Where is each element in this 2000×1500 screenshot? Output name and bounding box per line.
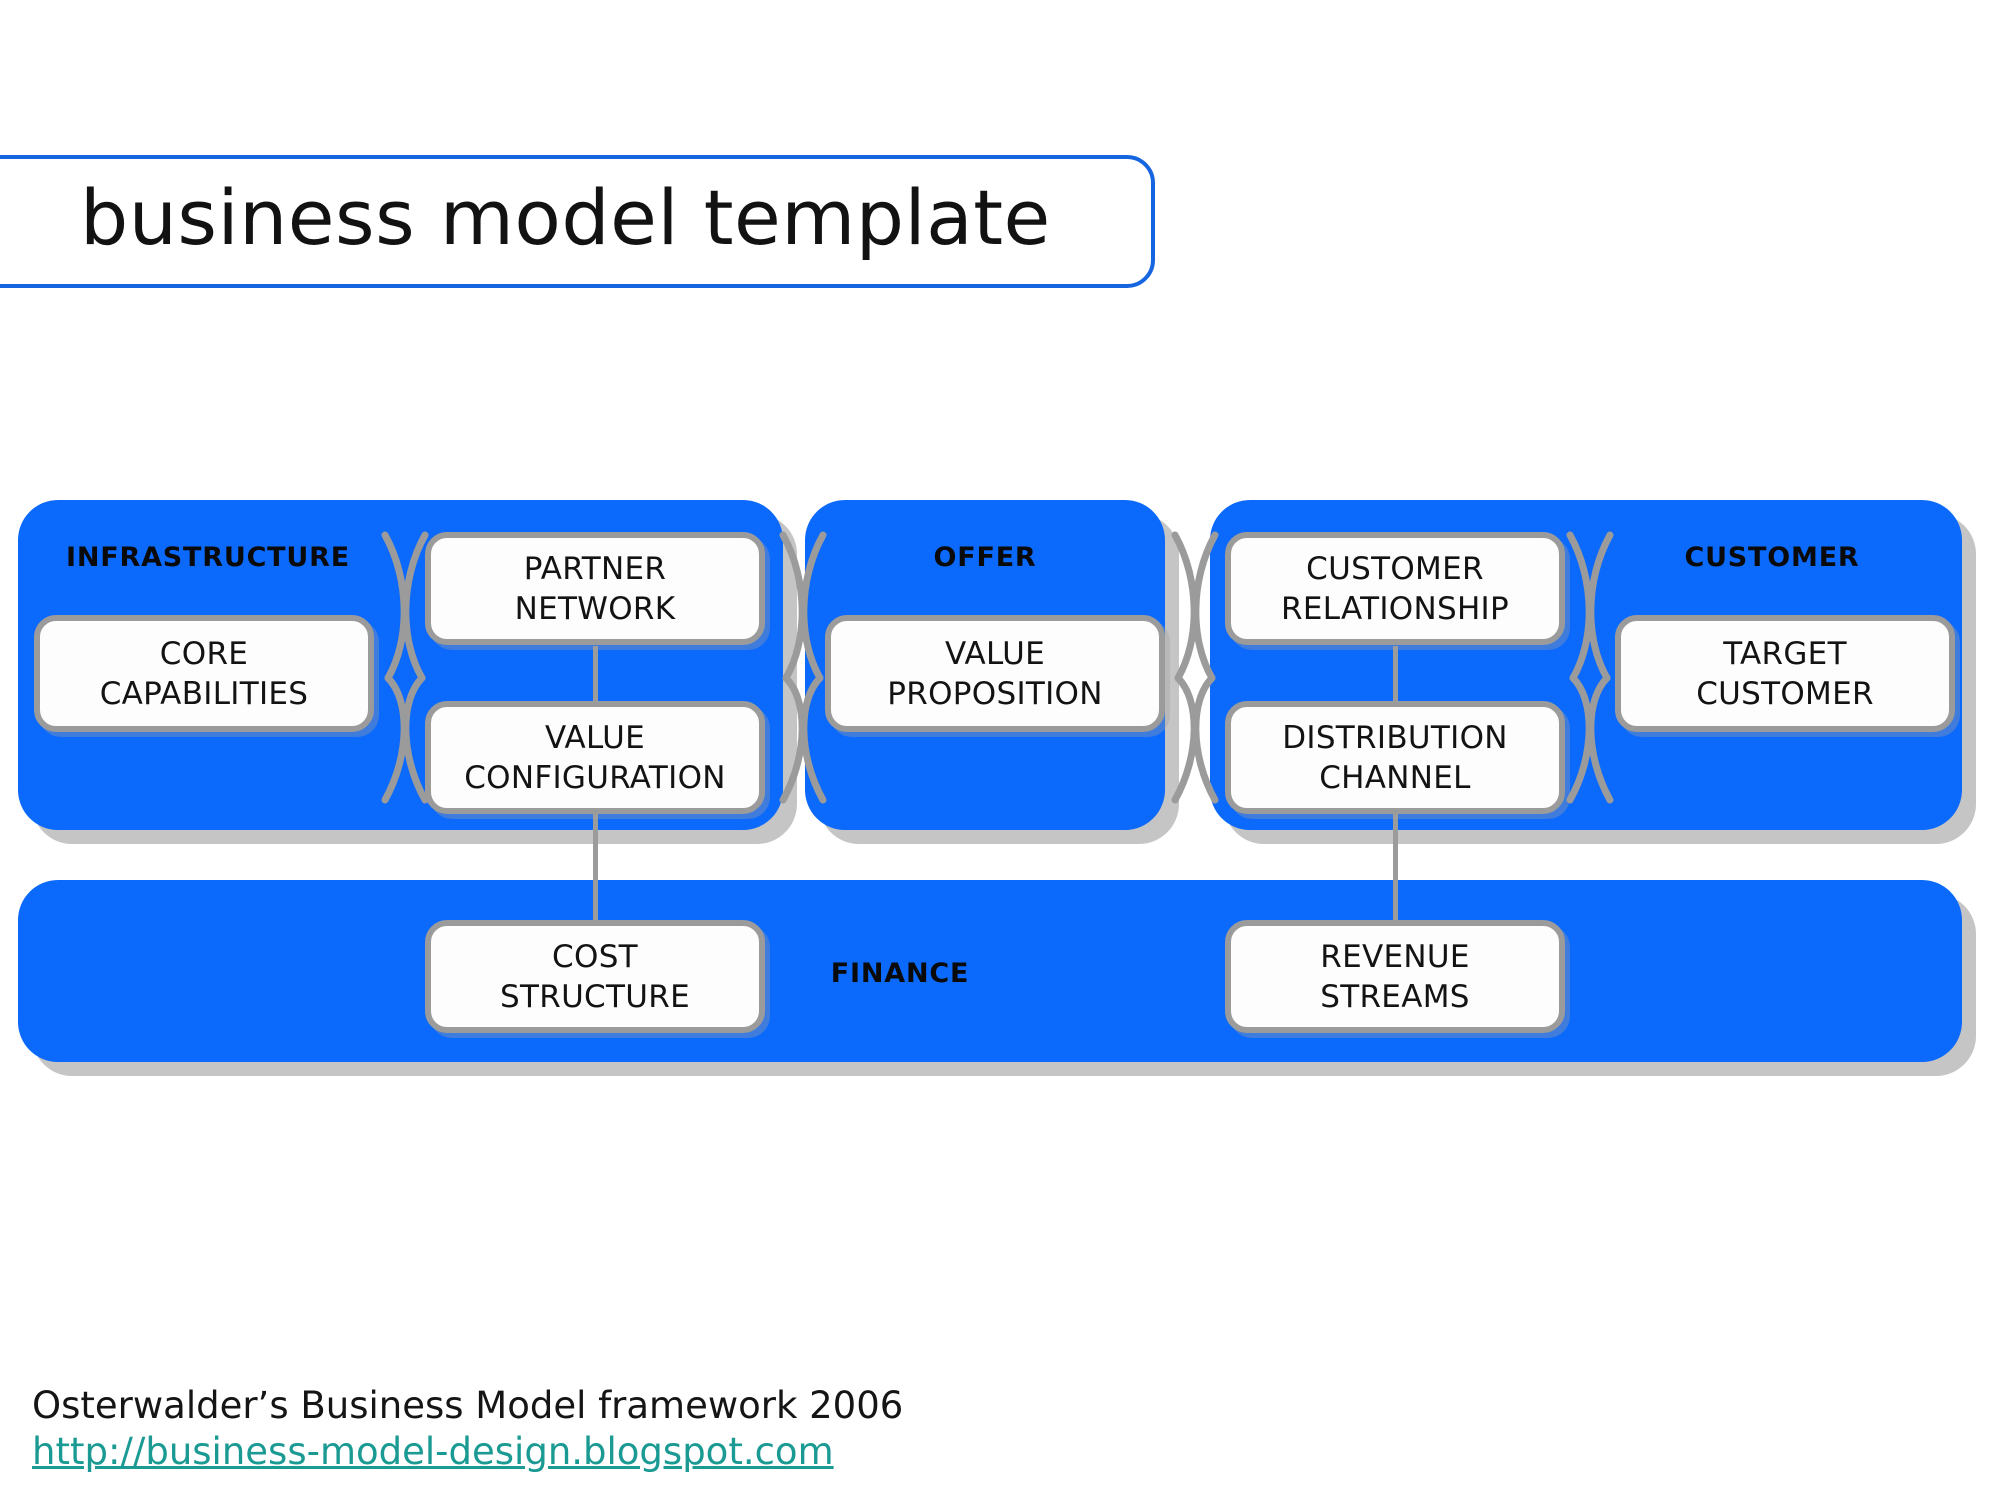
node-core-capabilities[interactable]: CORE CAPABILITIES	[34, 615, 374, 732]
panel-finance[interactable]	[18, 880, 1962, 1062]
node-label-cost-structure: COST STRUCTURE	[500, 938, 690, 1015]
panel-label-customer: CUSTOMER	[1684, 542, 1860, 573]
connector-valueconfig-to-cost	[593, 810, 598, 922]
panel-label-offer: OFFER	[933, 542, 1037, 573]
node-label-revenue-streams: REVENUE STREAMS	[1320, 938, 1470, 1015]
panel-label-infrastructure: INFRASTRUCTURE	[66, 542, 350, 573]
node-distribution-channel[interactable]: DISTRIBUTION CHANNEL	[1225, 701, 1565, 814]
node-label-core-capabilities: CORE CAPABILITIES	[99, 635, 309, 712]
page-title: business model template	[80, 173, 1051, 262]
node-value-configuration[interactable]: VALUE CONFIGURATION	[425, 701, 765, 814]
connector-partner-to-valueconfig	[593, 646, 598, 702]
node-cost-structure[interactable]: COST STRUCTURE	[425, 920, 765, 1033]
connector-custrel-to-distchannel	[1393, 646, 1398, 702]
credit-line: Osterwalder’s Business Model framework 2…	[32, 1384, 904, 1427]
node-label-value-proposition: VALUE PROPOSITION	[887, 635, 1103, 712]
node-partner-network[interactable]: PARTNER NETWORK	[425, 532, 765, 645]
title-box	[0, 155, 1155, 288]
credit-url-link[interactable]: http://business-model-design.blogspot.co…	[32, 1430, 834, 1473]
node-label-target-customer: TARGET CUSTOMER	[1696, 635, 1874, 712]
node-label-partner-network: PARTNER NETWORK	[514, 550, 676, 627]
node-revenue-streams[interactable]: REVENUE STREAMS	[1225, 920, 1565, 1033]
connector-distchannel-to-revenue	[1393, 810, 1398, 922]
node-label-distribution-channel: DISTRIBUTION CHANNEL	[1282, 719, 1508, 796]
node-value-proposition[interactable]: VALUE PROPOSITION	[825, 615, 1165, 732]
node-label-customer-relationship: CUSTOMER RELATIONSHIP	[1280, 550, 1509, 627]
node-customer-relationship[interactable]: CUSTOMER RELATIONSHIP	[1225, 532, 1565, 645]
node-label-value-configuration: VALUE CONFIGURATION	[464, 719, 726, 796]
node-target-customer[interactable]: TARGET CUSTOMER	[1615, 615, 1955, 732]
panel-label-finance: FINANCE	[830, 958, 970, 989]
